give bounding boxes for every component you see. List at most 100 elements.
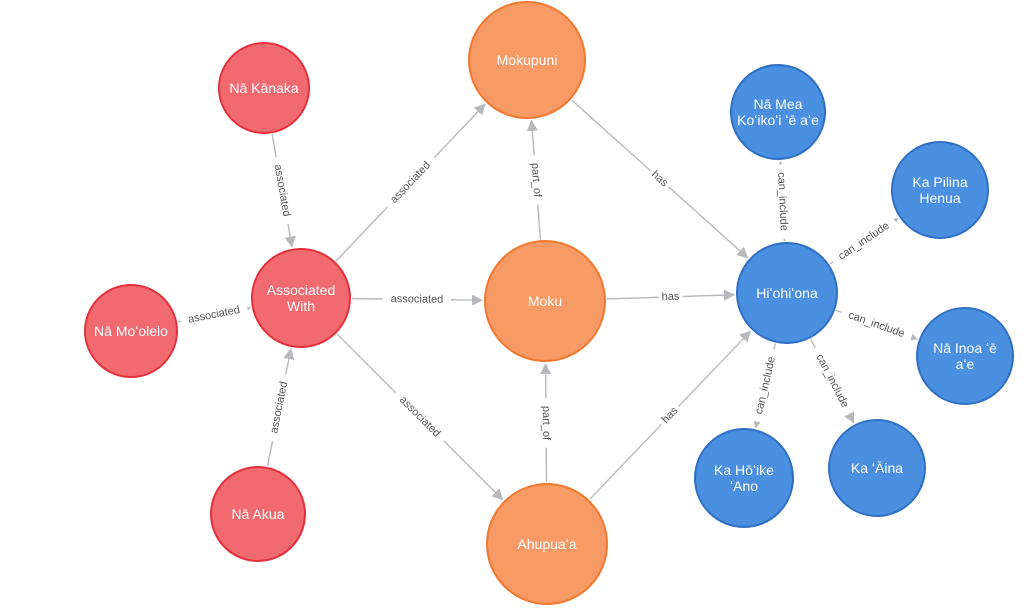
node-label: Mokupuni	[497, 52, 558, 68]
edge-label-background	[538, 398, 554, 448]
edge-label-group: can_include	[773, 164, 792, 239]
edge-label-group: can_include	[809, 344, 856, 418]
edge-label-group: can_include	[750, 347, 781, 424]
node-label: ʻAno	[730, 478, 758, 494]
edge-label-group: has	[657, 289, 684, 305]
edge-kanaka-assoc[interactable]: associated	[269, 134, 296, 248]
edge-label-background	[773, 164, 792, 239]
edge-label-group: associated	[269, 155, 295, 226]
edge-label-group: can_include	[839, 305, 914, 344]
node-circle	[251, 248, 351, 348]
edge-hio-hoike[interactable]: can_include	[750, 343, 781, 429]
node-circle	[84, 284, 178, 378]
edge-assoc-mokupuni[interactable]: associated	[335, 103, 486, 262]
node-na-moolelo[interactable]: Nā Moʻolelo	[84, 284, 178, 378]
node-label: Ka ʻĀina	[851, 460, 903, 476]
edge-label: has	[661, 291, 680, 304]
edge-hio-aina[interactable]: can_include	[809, 338, 856, 424]
edge-moku-hio[interactable]: has	[606, 289, 736, 305]
node-label: Henua	[919, 190, 960, 206]
edge-label: can_include	[753, 356, 778, 416]
edge-label: associated	[268, 381, 290, 435]
node-circle	[730, 64, 826, 160]
node-moku[interactable]: Moku	[484, 240, 606, 362]
edge-akua-assoc[interactable]: associated	[265, 347, 295, 467]
edge-label-group: can_include	[829, 214, 899, 268]
edge-hio-namea[interactable]: can_include	[773, 160, 792, 242]
edge-label: associated	[388, 159, 433, 205]
node-na-kanaka[interactable]: Nā Kānaka	[218, 42, 310, 134]
edge-label-background	[382, 153, 440, 213]
node-label: Koʻikoʻi ʻē aʻe	[737, 112, 819, 128]
edge-mokupuni-hio[interactable]: has	[571, 99, 749, 259]
node-circle	[891, 141, 989, 239]
edge-label: associated	[391, 293, 444, 306]
edge-label-background	[382, 292, 452, 307]
edge-ahupuaa-moku[interactable]: part_of	[538, 362, 554, 483]
edge-label: associated	[187, 304, 241, 326]
node-circle	[916, 307, 1014, 405]
edge-label-background	[839, 305, 914, 344]
edge-label-background	[179, 301, 249, 329]
node-circle	[210, 466, 306, 562]
node-label: Nā Kānaka	[229, 80, 298, 96]
node-ahupuaa[interactable]: Ahupuaʻa	[486, 483, 608, 605]
edge-label-group: associated	[390, 387, 449, 446]
edge-label-background	[390, 387, 449, 446]
edge-label-background	[265, 372, 293, 443]
edge-label-group: part_of	[527, 154, 545, 206]
edge-label-background	[750, 347, 781, 424]
edge-label-group: associated	[265, 372, 293, 443]
node-label: Nā Akua	[232, 506, 285, 522]
node-circle	[468, 1, 586, 119]
edge-label-background	[645, 165, 674, 193]
node-circle	[736, 242, 838, 344]
edge-label-background	[829, 214, 899, 268]
node-label: Hiʻohiʻona	[756, 285, 818, 301]
edge-label-background	[527, 154, 545, 206]
edge-label-group: associated	[179, 301, 249, 329]
edge-label: part_of	[529, 162, 544, 198]
edge-label: associated	[272, 164, 293, 218]
edge-moku-mokupuni[interactable]: part_of	[526, 119, 545, 240]
edge-label: can_include	[836, 220, 891, 263]
node-label: Nā Mea	[753, 96, 802, 112]
node-circle	[694, 428, 794, 528]
node-mokupuni[interactable]: Mokupuni	[468, 1, 586, 119]
node-label: Associated	[267, 282, 335, 298]
edge-moolelo-assoc[interactable]: associated	[177, 301, 252, 329]
node-label: Nā Moʻolelo	[94, 323, 168, 339]
edge-label-group: associated	[382, 153, 440, 213]
node-label: Nā Inoa ʻē	[933, 340, 997, 356]
edge-label-background	[809, 344, 856, 418]
edge-label: associated	[397, 394, 443, 440]
node-label: Moku	[528, 293, 562, 309]
edge-hio-inoa[interactable]: can_include	[835, 305, 918, 344]
node-label: Ka Pilina	[912, 174, 967, 190]
edge-assoc-ahupuaa[interactable]: associated	[336, 333, 504, 501]
edge-label-group: associated	[382, 292, 452, 307]
edge-hio-pilina[interactable]: can_include	[829, 214, 899, 268]
edge-label: can_include	[775, 172, 790, 231]
edge-label-background	[657, 289, 684, 305]
edge-label-background	[269, 155, 295, 226]
node-ka-aina[interactable]: Ka ʻĀina	[828, 419, 926, 517]
node-circle	[828, 419, 926, 517]
edge-label-background	[656, 401, 684, 429]
node-circle	[218, 42, 310, 134]
node-label: Ahupuaʻa	[517, 536, 576, 552]
edge-label: part_of	[540, 406, 552, 441]
node-hiohiona[interactable]: Hiʻohiʻona	[736, 242, 838, 344]
node-label: aʻe	[956, 356, 975, 372]
node-na-akua[interactable]: Nā Akua	[210, 466, 306, 562]
edge-label: can_include	[813, 352, 851, 410]
edge-assoc-moku[interactable]: associated	[351, 292, 484, 307]
node-circle	[484, 240, 606, 362]
